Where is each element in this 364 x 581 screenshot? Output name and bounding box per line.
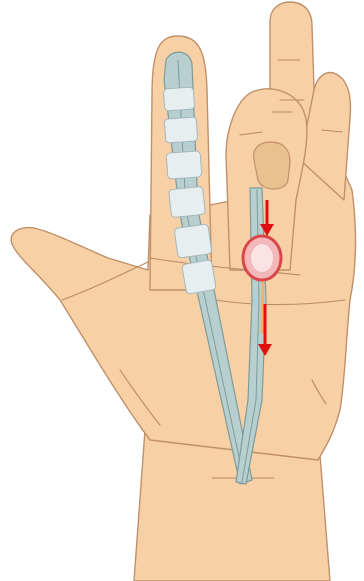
tape-piece [174,224,212,258]
nodule-core [251,244,273,272]
little-finger-nail [254,142,290,189]
tape-piece [164,117,198,143]
tape-piece [166,151,202,179]
tendon-streak [262,282,263,332]
tendon-nodule [243,236,281,280]
tape-piece [163,87,194,111]
tape-piece [182,260,217,295]
tape-piece [169,186,206,217]
